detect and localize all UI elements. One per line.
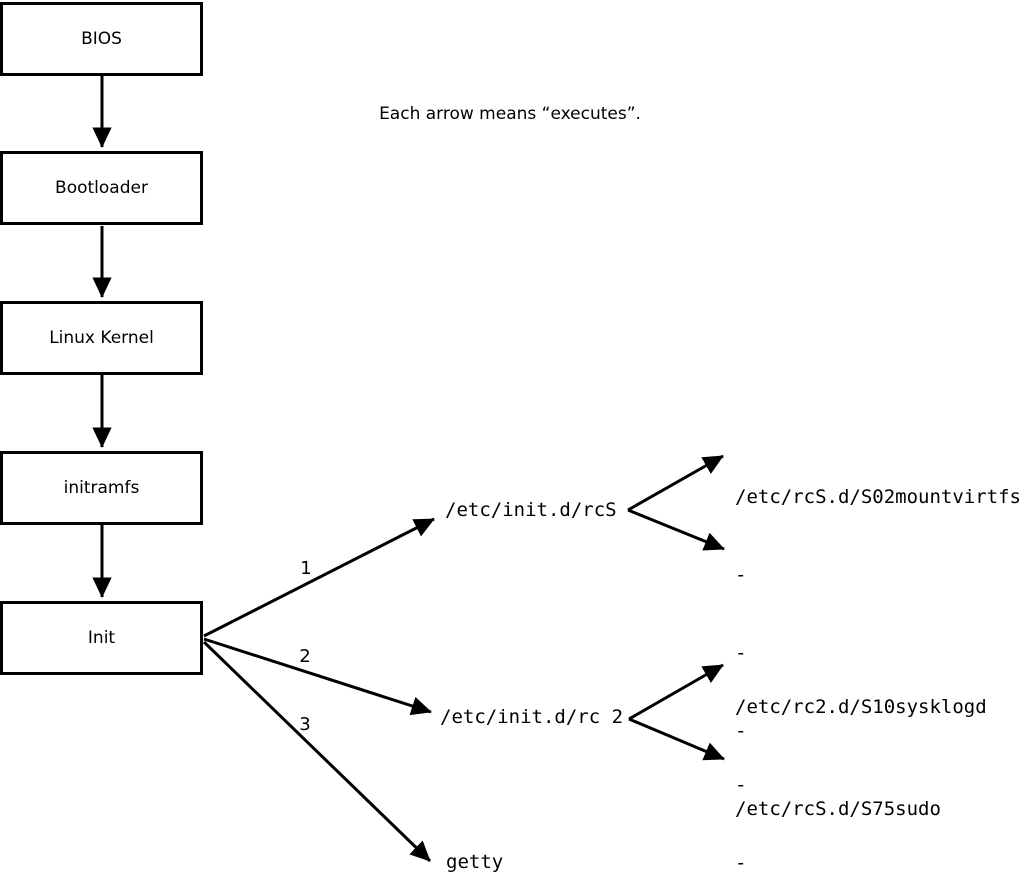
branch-label-3: 3 bbox=[299, 714, 311, 735]
diagram-caption: Each arrow means “executes”. bbox=[379, 104, 641, 124]
rc2-script-list: /etc/rc2.d/S10sysklogd - - - /etc/rc2.d/… bbox=[735, 642, 987, 875]
box-linux-kernel-label: Linux Kernel bbox=[49, 328, 154, 348]
script-s10sysklogd: /etc/rc2.d/S10sysklogd bbox=[735, 696, 987, 718]
branch-label-2: 2 bbox=[299, 646, 311, 667]
box-init: Init bbox=[0, 601, 203, 675]
box-initramfs-label: initramfs bbox=[63, 478, 140, 498]
ellipsis-dash: - bbox=[735, 720, 747, 742]
branch-label-1: 1 bbox=[300, 558, 312, 579]
box-bootloader-label: Bootloader bbox=[55, 178, 148, 198]
box-initramfs: initramfs bbox=[0, 451, 203, 525]
arrow-rc2-to-s10sysklogd bbox=[628, 663, 724, 721]
target-getty: getty bbox=[446, 851, 504, 873]
arrow-init-to-rcs bbox=[203, 517, 435, 638]
script-s02mountvirtfs: /etc/rcS.d/S02mountvirtfs bbox=[735, 486, 1021, 508]
arrow-rcs-to-s02mountvirtfs bbox=[627, 454, 724, 512]
arrow-rc2-to-s99gdm bbox=[628, 717, 725, 761]
arrow-rcs-to-s75sudo bbox=[627, 508, 725, 551]
arrow-init-to-rc2 bbox=[203, 637, 432, 716]
ellipsis-dash: - bbox=[735, 642, 747, 664]
ellipsis-dash: - bbox=[735, 852, 747, 874]
script-s75sudo: /etc/rcS.d/S75sudo bbox=[735, 798, 941, 820]
box-linux-kernel: Linux Kernel bbox=[0, 301, 203, 375]
box-bios: BIOS bbox=[0, 2, 203, 76]
box-init-label: Init bbox=[87, 628, 116, 648]
target-rc2: /etc/init.d/rc 2 bbox=[440, 706, 624, 728]
target-rcs: /etc/init.d/rcS bbox=[445, 499, 617, 521]
box-bios-label: BIOS bbox=[81, 29, 122, 49]
rcs-script-list: /etc/rcS.d/S02mountvirtfs - - - /etc/rcS… bbox=[735, 432, 1021, 874]
ellipsis-dash: - bbox=[735, 564, 747, 586]
arrow-init-to-getty bbox=[202, 640, 432, 863]
ellipsis-dash: - bbox=[735, 774, 747, 796]
box-bootloader: Bootloader bbox=[0, 151, 203, 225]
